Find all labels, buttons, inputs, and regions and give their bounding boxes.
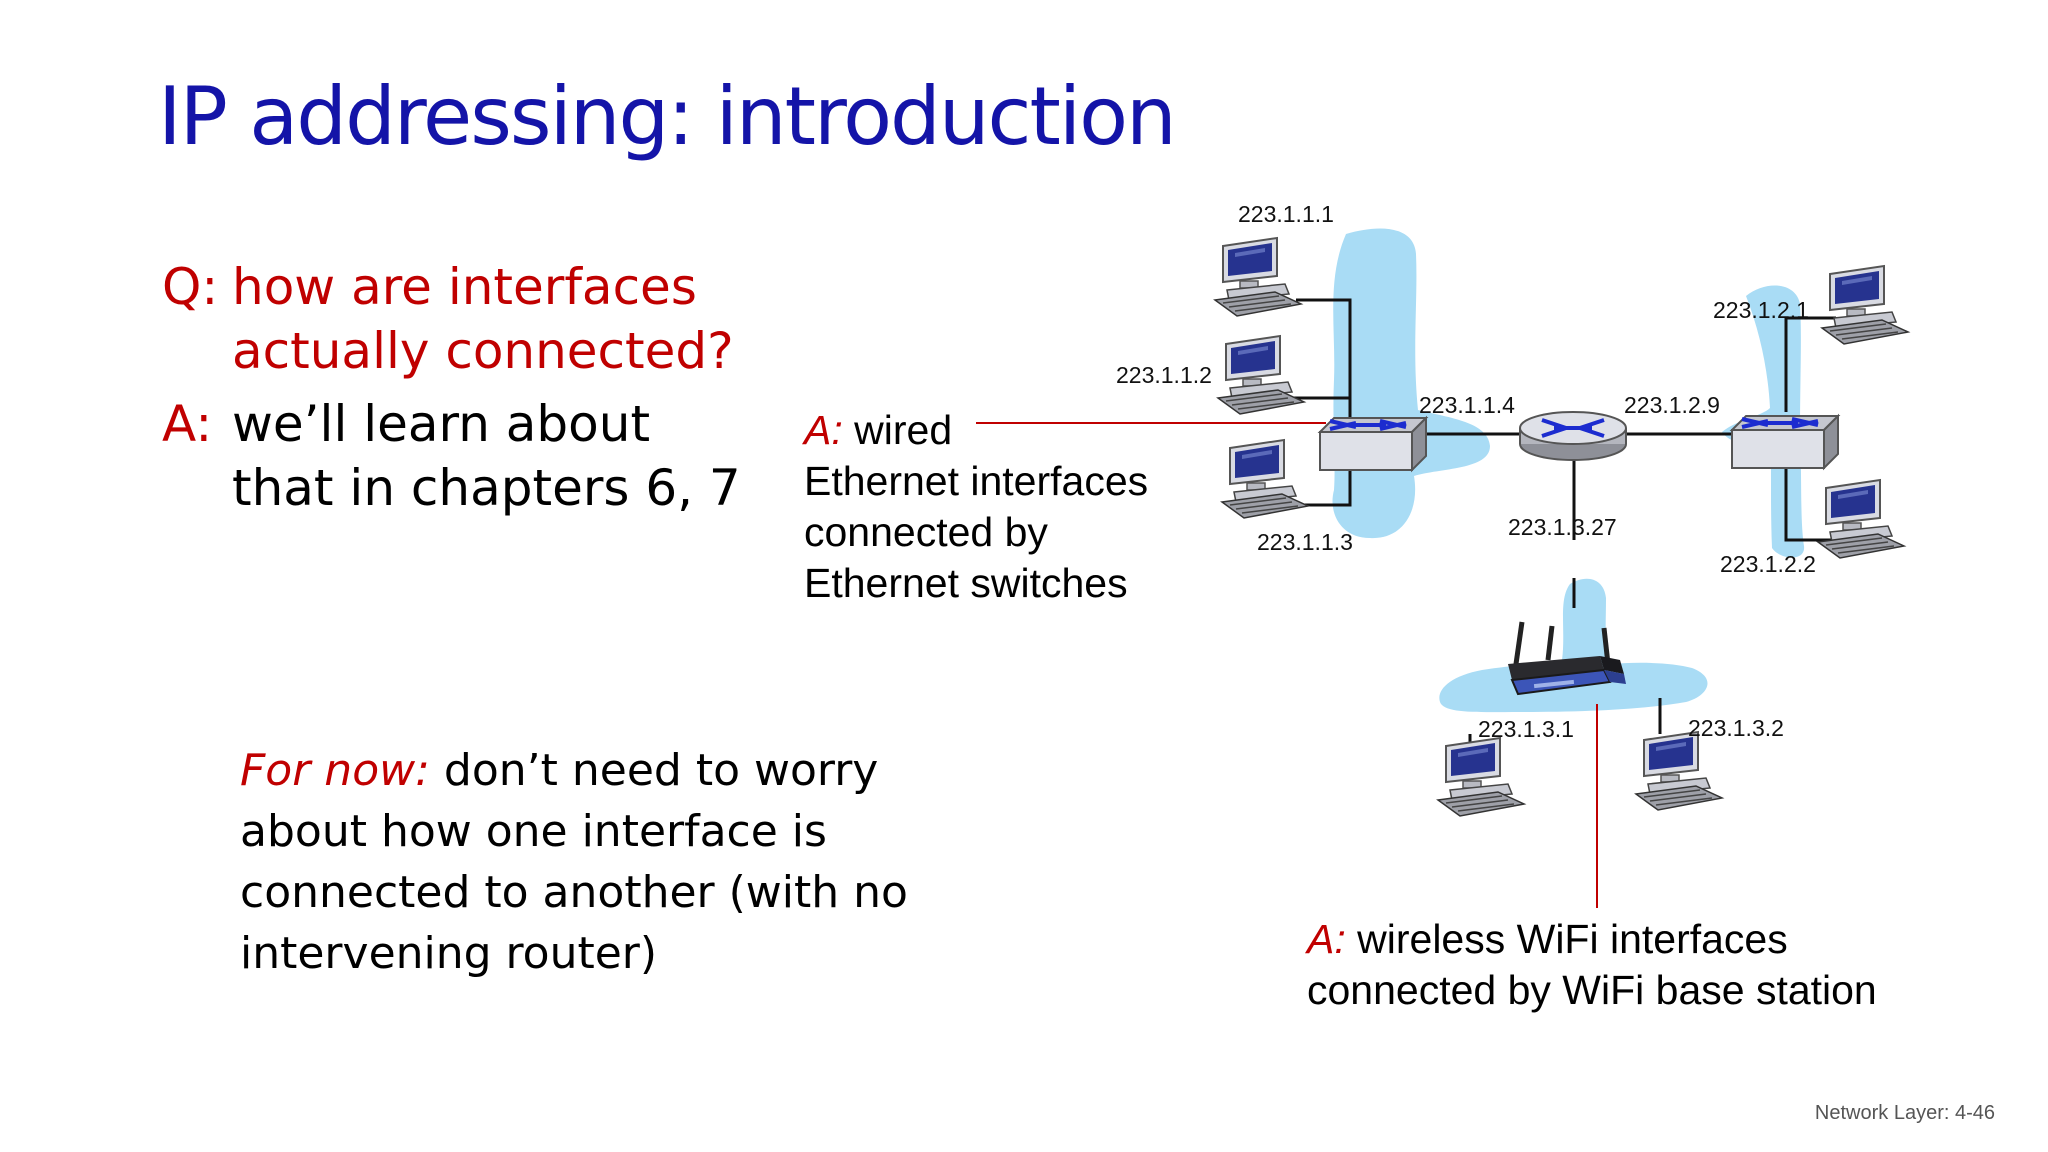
ip-label-223-1-1-3: 223.1.1.3 <box>1257 529 1353 555</box>
slide-title: IP addressing: introduction <box>158 70 1177 163</box>
ip-label-223-1-2-1: 223.1.2.1 <box>1713 297 1809 323</box>
ethernet-switch-icon <box>1318 416 1428 472</box>
ip-label-223-1-1-2: 223.1.1.2 <box>1116 362 1212 388</box>
wifi-annotation-line-1: wireless WiFi interfaces <box>1345 916 1788 962</box>
wifi-annotation: A: wireless WiFi interfaces connected by… <box>1307 914 1877 1016</box>
ip-label-223-1-1-4: 223.1.1.4 <box>1419 392 1515 418</box>
ip-label-223-1-3-27: 223.1.3.27 <box>1508 514 1617 540</box>
wired-annotation-line-1: wired <box>842 407 953 453</box>
host-pc-icon <box>1217 335 1305 415</box>
ip-label-223-1-3-1: 223.1.3.1 <box>1478 716 1574 742</box>
host-pc-icon <box>1821 265 1909 345</box>
host-pc-icon <box>1437 737 1525 817</box>
wifi-base-station-icon <box>1508 621 1626 696</box>
ethernet-switch-icon <box>1730 414 1840 470</box>
question-label: Q: <box>162 258 219 316</box>
host-pc-icon <box>1214 237 1302 317</box>
answer-label: A: <box>162 395 213 453</box>
network-links <box>1290 298 1860 762</box>
for-now-note: For now: don’t need to worry about how o… <box>240 740 940 984</box>
question-line-2: actually connected? <box>232 322 734 380</box>
answer-block: A: we’ll learn about that in chapters 6, … <box>162 392 741 520</box>
question-line-1: how are interfaces <box>232 258 697 316</box>
subnet-1-region <box>1332 228 1490 539</box>
host-pc-icon <box>1817 479 1905 559</box>
subnet-3-region <box>1439 578 1708 713</box>
wifi-annotation-emphasis: A: <box>1307 916 1346 962</box>
host-pc-icon <box>1635 731 1723 811</box>
ip-label-223-1-2-9: 223.1.2.9 <box>1624 392 1720 418</box>
wired-annotation-line-2: Ethernet interfaces <box>804 458 1149 504</box>
question-block: Q:how are interfaces actually connected? <box>162 255 734 383</box>
ip-label-223-1-1-1: 223.1.1.1 <box>1238 201 1334 227</box>
answer-line-1: we’ll learn about <box>232 395 651 453</box>
ip-label-223-1-3-2: 223.1.3.2 <box>1688 715 1784 741</box>
answer-line-2: that in chapters 6, 7 <box>232 459 741 517</box>
wired-annotation: A: wired Ethernet interfaces connected b… <box>804 405 1148 609</box>
for-now-text: don’t need to worry about how one interf… <box>240 745 908 979</box>
wifi-annotation-line-2: connected by WiFi base station <box>1307 967 1877 1013</box>
for-now-emphasis: For now: <box>240 745 430 796</box>
slide-footer: Network Layer: 4-46 <box>1814 1102 1995 1124</box>
router-icon <box>1518 410 1628 462</box>
ip-label-223-1-2-2: 223.1.2.2 <box>1720 551 1816 577</box>
wired-annotation-line-4: Ethernet switches <box>804 560 1128 606</box>
wired-annotation-line-3: connected by <box>804 509 1048 555</box>
host-pc-icon <box>1221 439 1309 519</box>
wired-annotation-emphasis: A: <box>804 407 843 453</box>
